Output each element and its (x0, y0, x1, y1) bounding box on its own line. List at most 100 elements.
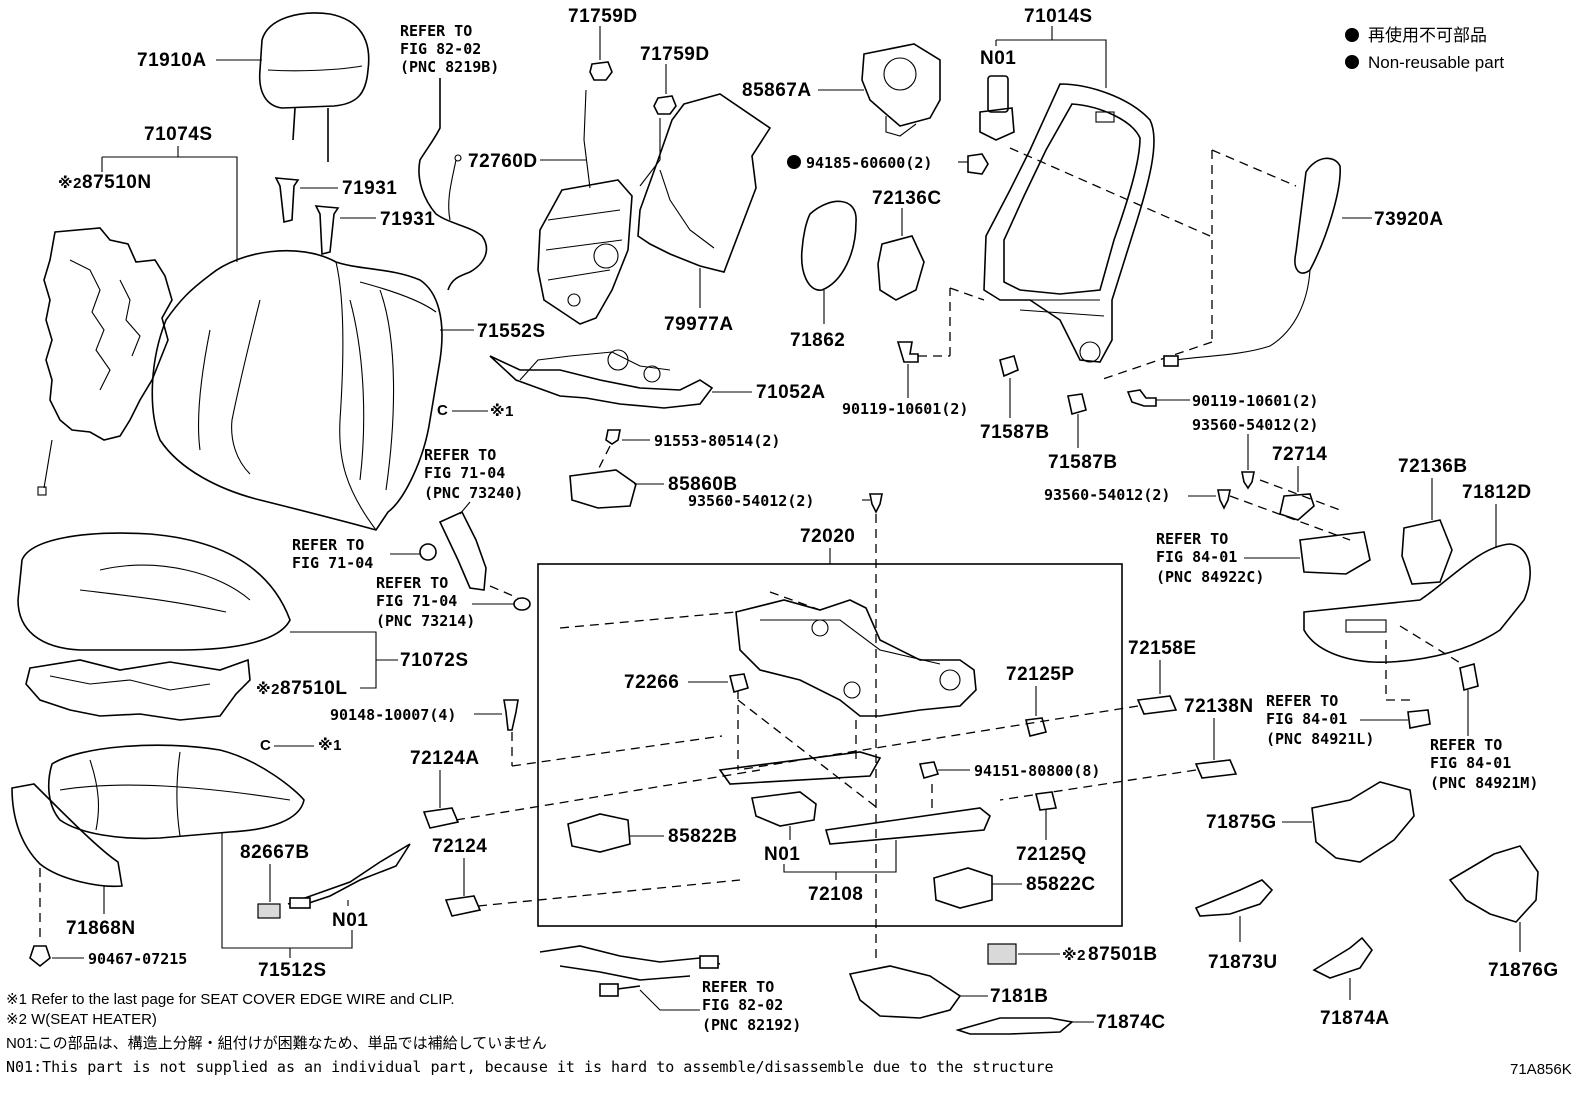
bracket-72125Q-drawing (1035, 791, 1057, 811)
part-79977A: 79977A (664, 314, 734, 335)
part-72266: 72266 (624, 672, 679, 693)
ref-line: REFER TO (376, 574, 448, 592)
part-71875G: 71875G (1206, 812, 1277, 833)
part-72124A: 72124A (410, 748, 480, 769)
part-73920A: 73920A (1374, 209, 1444, 230)
part-71812D: 71812D (1462, 482, 1532, 503)
ref-line: REFER TO (292, 536, 364, 554)
ref-line: REFER TO (400, 22, 472, 40)
trim-71874C-drawing (955, 1017, 1074, 1035)
part-72108: 72108 (808, 884, 863, 905)
part-94185: 94185-60600(2) (806, 154, 932, 172)
guide-pins-drawing (274, 177, 340, 256)
ref-line: FIG 84-01 (1266, 710, 1347, 728)
part-72136C: 72136C (872, 188, 942, 209)
seat-harness-drawing (539, 945, 721, 991)
part-N01-harness: N01 (332, 910, 368, 931)
ref-line: (PNC 8219B) (400, 58, 499, 76)
part-71587B-right: 71587B (1048, 452, 1118, 473)
footnote-1: ※1 Refer to the last page for SEAT COVER… (6, 991, 455, 1008)
clip-symbol: C (437, 402, 448, 419)
part-71052A: 71052A (756, 382, 826, 403)
ref-line: FIG 84-01 (1156, 548, 1237, 566)
ref-fig-71-04-a: REFER TO FIG 71-04 (PNC 73240) (424, 446, 523, 502)
ref-fig-84-01-c: REFER TO FIG 84-01 (PNC 84921M) (1430, 736, 1538, 792)
legend-en: Non-reusable part (1368, 53, 1504, 72)
seat-cushion-cover-drawing (47, 744, 305, 840)
ref-fig-82-02-top: REFER TO FIG 82-02 (PNC 8219B) (400, 22, 499, 76)
ref-fig-84-01-b: REFER TO FIG 84-01 (PNC 84921L) (1266, 692, 1374, 748)
part-71074S: 71074S (144, 124, 213, 145)
ref-line: FIG 71-04 (424, 464, 505, 482)
ref-line: (PNC 73240) (424, 484, 523, 502)
ref-fig-82-02-bottom: REFER TO FIG 82-02 (PNC 82192) (702, 978, 801, 1034)
part-72125Q: 72125Q (1016, 844, 1087, 865)
front-trim-drawing (11, 783, 123, 888)
part-85822C: 85822C (1026, 874, 1096, 895)
part-72138N: 72138N (1184, 696, 1254, 717)
seat-heater-mat-drawing (25, 658, 251, 721)
part-72125P: 72125P (1006, 664, 1075, 685)
cover-71873U-drawing (1194, 879, 1274, 917)
headrest-drawing (258, 12, 370, 162)
part-85867A: 85867A (742, 80, 812, 101)
ref-fig-84-01-a: REFER TO FIG 84-01 (PNC 84922C) (1156, 530, 1264, 586)
footnote-4: N01:This part is not supplied as an indi… (6, 1058, 1054, 1076)
part-90119-center: 90119-10601(2) (842, 400, 968, 418)
mark-cross2: ※2 (58, 174, 82, 192)
part-71868N: 71868N (66, 918, 136, 939)
part-85860B: 85860B (668, 474, 738, 495)
lever-drawing (438, 510, 487, 591)
back-pad-drawing (637, 93, 772, 273)
part-72760D: 72760D (468, 151, 538, 172)
part-93560-center: 93560-54012(2) (688, 492, 814, 510)
ref-line: (PNC 84922C) (1156, 568, 1264, 586)
ref-line: REFER TO (1266, 692, 1338, 710)
lumbar-assembly-drawing (537, 89, 661, 325)
ref-line: (PNC 84921L) (1266, 730, 1374, 748)
non-reusable-dot-icon (787, 155, 801, 169)
part-N01-slide-motor: N01 (764, 844, 800, 865)
module-85860B-drawing (569, 469, 637, 509)
part-93560-right: 93560-54012(2) (1192, 416, 1318, 434)
part-87510N: 87510N (82, 172, 152, 193)
ref-line: FIG 82-02 (400, 40, 481, 58)
ref-line: (PNC 73214) (376, 612, 475, 630)
cover-71874A-drawing (1312, 936, 1373, 979)
heater-unit-drawing (987, 943, 1017, 965)
part-71874C: 71874C (1096, 1012, 1166, 1033)
part-72124: 72124 (432, 836, 487, 857)
part-71876G: 71876G (1488, 960, 1559, 981)
ref-line: REFER TO (424, 446, 496, 464)
part-71862: 71862 (790, 330, 845, 351)
part-90467: 90467-07215 (88, 950, 187, 968)
part-71910A: 71910A (137, 50, 207, 71)
seat-cushion-pad-drawing (17, 532, 291, 651)
motor-85822C-drawing (933, 867, 993, 909)
part-71874A: 71874A (1320, 1008, 1390, 1029)
part-71587B-left: 71587B (980, 422, 1050, 443)
footnote-3: N01:この部品は、構造上分解・組付けが困難なため、単品では補給していません (6, 1035, 547, 1052)
cover-71875G-drawing (1311, 781, 1415, 863)
ref-fig-71-04-b: REFER TO FIG 71-04 (292, 536, 373, 572)
ref-line: (PNC 84921M) (1430, 774, 1538, 792)
switch-84922C-drawing (1299, 531, 1371, 575)
side-shield-drawing (1303, 543, 1531, 664)
mark-cross2: ※2 (256, 680, 280, 698)
footnote-2: ※2 W(SEAT HEATER) (6, 1011, 157, 1028)
seatback-cover-drawing (151, 249, 443, 531)
seat-adjuster-frame-drawing (735, 599, 977, 717)
part-N01-motor: N01 (980, 48, 1016, 69)
seatback-harness-drawing (418, 78, 488, 291)
mark-cross2: ※2 (1062, 946, 1086, 964)
seatback-frame-drawing (983, 83, 1155, 363)
connector-82667B-drawing (257, 903, 281, 919)
part-71873U: 71873U (1208, 952, 1278, 973)
part-90119-right: 90119-10601(2) (1192, 392, 1318, 410)
side-module-drawing (861, 43, 941, 137)
cover-71876G-drawing (1448, 845, 1539, 923)
seat-rails-drawing (718, 751, 991, 845)
ref-fig-71-04-c: REFER TO FIG 71-04 (PNC 73214) (376, 574, 475, 630)
side-trim-drawing (1163, 157, 1341, 367)
part-72714: 72714 (1272, 444, 1327, 465)
